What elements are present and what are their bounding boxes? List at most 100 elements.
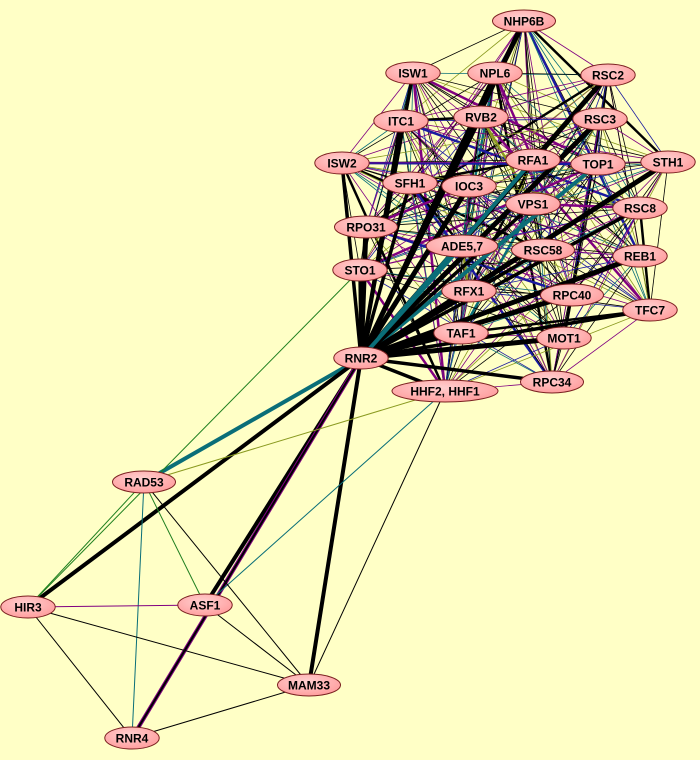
node-rfx1[interactable]: RFX1 (441, 279, 497, 303)
edge-rnr2-sto1 (358, 269, 363, 359)
node-shape[interactable] (467, 61, 523, 85)
node-label: TAF1 (446, 327, 475, 341)
node-label: RPC40 (553, 289, 592, 303)
node-rpc40[interactable]: RPC40 (540, 283, 604, 307)
node-shape[interactable] (391, 379, 499, 403)
edge-rad53-rnr4 (131, 481, 145, 739)
node-label: RFX1 (454, 285, 485, 299)
node-shape[interactable] (640, 150, 696, 174)
node-isw1[interactable]: ISW1 (385, 61, 441, 85)
node-rfa1[interactable]: RFA1 (505, 148, 561, 172)
node-tfc7[interactable]: TFC7 (622, 298, 678, 322)
edge-rfa1-rfx1 (467, 159, 535, 292)
edge-top1-sto1 (359, 162, 599, 272)
node-rvb2[interactable]: RVB2 (453, 105, 509, 129)
node-itc1[interactable]: ITC1 (373, 109, 429, 133)
node-ade5-7[interactable]: ADE5,7 (425, 234, 499, 258)
node-npl6[interactable]: NPL6 (467, 61, 523, 85)
node-reb1[interactable]: REB1 (612, 244, 668, 268)
node-shape[interactable] (536, 326, 592, 350)
node-rsc2[interactable]: RSC2 (580, 63, 636, 87)
node-shape[interactable] (505, 192, 561, 216)
node-rpo31[interactable]: RPO31 (334, 215, 398, 239)
node-label: ITC1 (388, 115, 414, 129)
node-shape[interactable] (112, 470, 176, 494)
edge-tfc7-hhf2-hhf1 (444, 309, 651, 392)
node-shape[interactable] (441, 174, 497, 198)
edge-itc1-mot1 (400, 120, 565, 339)
edge-isw1-rsc3 (412, 72, 601, 120)
node-shape[interactable] (314, 151, 370, 175)
node-rsc8[interactable]: RSC8 (612, 196, 668, 220)
node-label: MOT1 (547, 332, 581, 346)
node-sto1[interactable]: STO1 (332, 258, 388, 282)
node-hhf2-hhf1[interactable]: HHF2, HHF1 (391, 379, 499, 403)
node-shape[interactable] (580, 63, 636, 87)
node-shape[interactable] (382, 171, 438, 195)
node-label: TFC7 (635, 304, 665, 318)
node-shape[interactable] (612, 196, 668, 220)
node-shape[interactable] (612, 244, 668, 268)
edge-top1-rfx1 (468, 163, 599, 292)
edge-rnr2-mot1 (360, 335, 565, 361)
node-rpc34[interactable]: RPC34 (520, 370, 584, 394)
node-rnr2[interactable]: RNR2 (333, 346, 389, 370)
node-taf1[interactable]: TAF1 (433, 321, 489, 345)
node-shape[interactable] (177, 593, 233, 617)
node-isw2[interactable]: ISW2 (314, 151, 370, 175)
node-sfh1[interactable]: SFH1 (382, 171, 438, 195)
node-label: RSC58 (524, 244, 563, 258)
node-shape[interactable] (622, 298, 678, 322)
node-shape[interactable] (505, 148, 561, 172)
node-label: RAD53 (124, 476, 164, 490)
node-label: MAM33 (288, 679, 330, 693)
edge-rnr2-hir3 (26, 356, 363, 609)
node-ioc3[interactable]: IOC3 (441, 174, 497, 198)
node-top1[interactable]: TOP1 (570, 152, 626, 176)
node-shape[interactable] (277, 673, 341, 697)
node-vps1[interactable]: VPS1 (505, 192, 561, 216)
node-shape[interactable] (572, 107, 628, 131)
edge-hir3-rnr4 (27, 606, 133, 739)
node-shape[interactable] (433, 321, 489, 345)
node-shape[interactable] (520, 370, 584, 394)
edge-rnr2-rvb2 (359, 116, 483, 359)
node-shape[interactable] (511, 238, 575, 262)
node-mot1[interactable]: MOT1 (536, 326, 592, 350)
node-nhp6b[interactable]: NHP6B (492, 9, 556, 33)
edge-npl6-sfh1 (409, 72, 496, 184)
node-shape[interactable] (540, 283, 604, 307)
node-shape[interactable] (332, 258, 388, 282)
edge-isw1-rpo31 (365, 72, 414, 228)
edge-rad53-asf1 (143, 481, 206, 606)
node-shape[interactable] (492, 9, 556, 33)
edge-npl6-tfc7 (494, 72, 651, 311)
edge-nhp6b-sfh1 (409, 20, 525, 184)
node-asf1[interactable]: ASF1 (177, 593, 233, 617)
node-rnr4[interactable]: RNR4 (104, 726, 160, 750)
edge-rsc3-sfh1 (409, 118, 601, 184)
node-label: RSC8 (624, 202, 656, 216)
node-shape[interactable] (373, 109, 429, 133)
node-shape[interactable] (0, 595, 56, 619)
node-shape[interactable] (333, 346, 389, 370)
node-shape[interactable] (570, 152, 626, 176)
node-sth1[interactable]: STH1 (640, 150, 696, 174)
node-hir3[interactable]: HIR3 (0, 595, 56, 619)
node-rsc58[interactable]: RSC58 (511, 238, 575, 262)
node-shape[interactable] (385, 61, 441, 85)
node-shape[interactable] (453, 105, 509, 129)
node-shape[interactable] (425, 234, 499, 258)
edge-rnr2-tfc7 (360, 308, 651, 360)
node-mam33[interactable]: MAM33 (277, 673, 341, 697)
node-shape[interactable] (441, 279, 497, 303)
node-rad53[interactable]: RAD53 (112, 470, 176, 494)
edge-itc1-rpo31 (365, 120, 402, 228)
node-rsc3[interactable]: RSC3 (572, 107, 628, 131)
edge-rnr2-rad53 (143, 356, 362, 484)
edge-itc1-sth1 (400, 120, 669, 163)
node-shape[interactable] (104, 726, 160, 750)
node-shape[interactable] (334, 215, 398, 239)
